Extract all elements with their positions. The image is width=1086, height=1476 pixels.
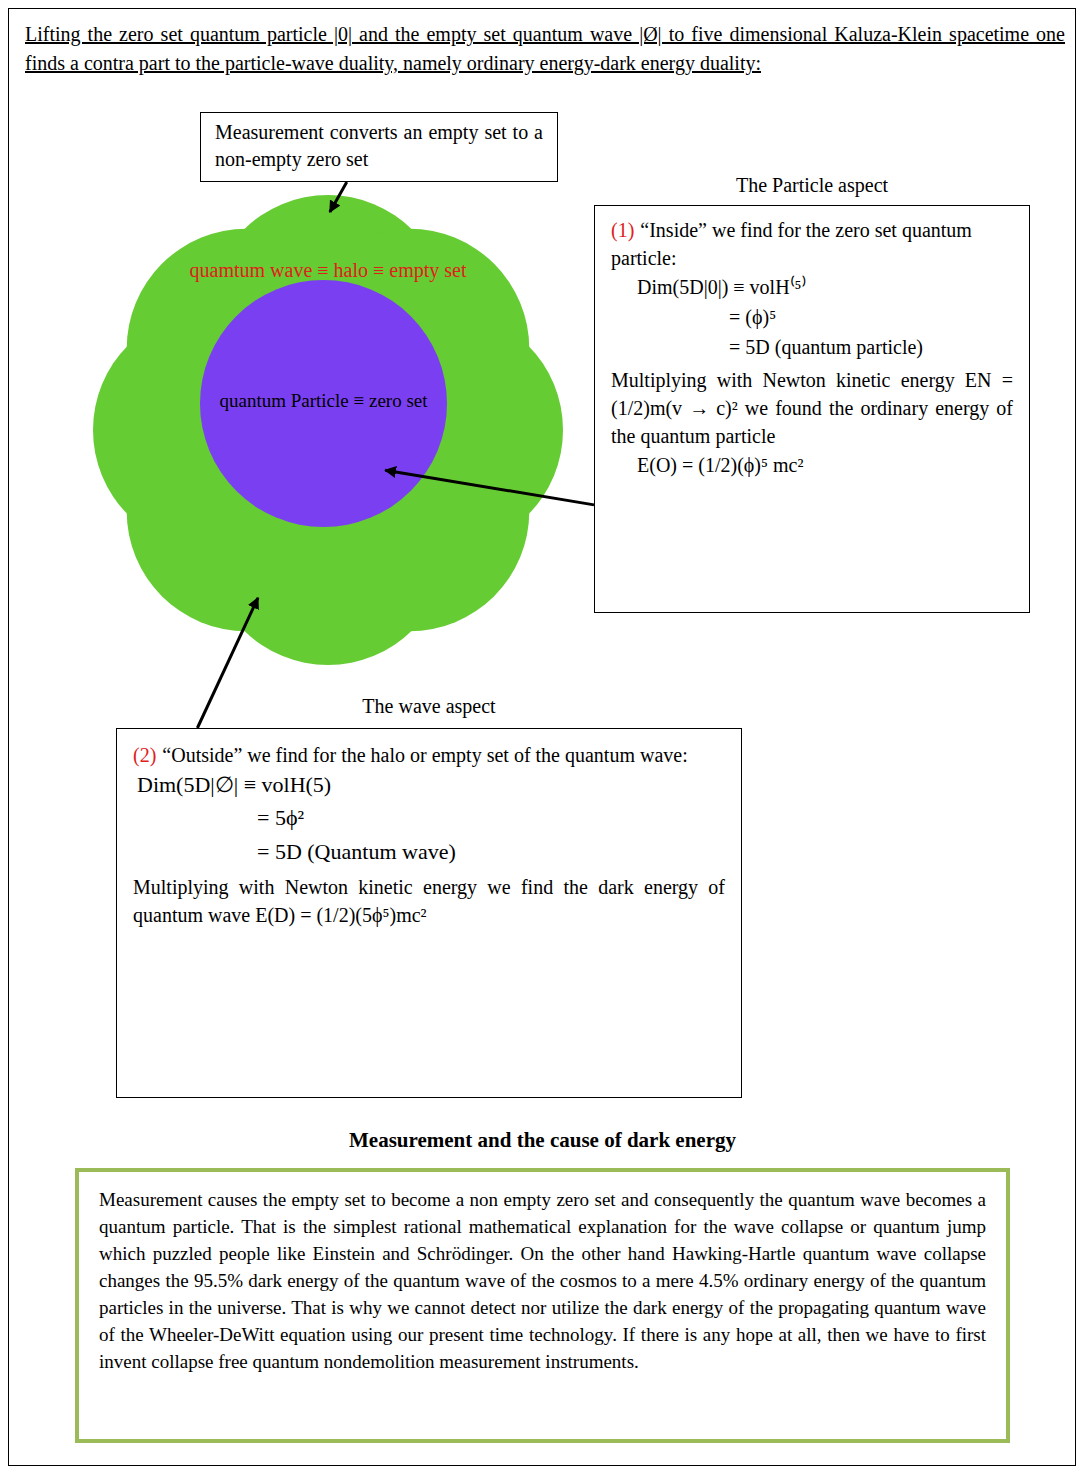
text: = 5D (quantum particle) [611, 332, 1013, 362]
text: Multiplying with Newton kinetic energy E… [611, 366, 1013, 450]
text: Dim(5D|0|) ≡ volH⁽⁵⁾ [611, 272, 1013, 302]
text: Multiplying with Newton kinetic energy w… [133, 873, 725, 929]
callout-number: (1) [611, 219, 634, 241]
particle-circle [200, 280, 447, 527]
aspect-box: The wave aspect(2)“Outside” we find for … [116, 728, 742, 1098]
text: quantum Particle ≡ zero set [200, 390, 447, 412]
text: quamtum wave ≡ halo ≡ empty set [93, 259, 563, 282]
callout-number: (2) [133, 744, 156, 766]
text: = 5ϕ² [133, 801, 725, 835]
arrow-connector [330, 182, 347, 212]
halo-shape [93, 195, 563, 665]
text: Measurement and the cause of dark energy [79, 1128, 1006, 1153]
aspect-box: The Particle aspect(1)“Inside” we find f… [594, 205, 1030, 613]
arrow-connector [385, 470, 594, 505]
halo-region: quamtum wave ≡ halo ≡ empty set quantum P… [93, 195, 563, 665]
conclusion-box: Measurement and the cause of dark energy… [75, 1168, 1010, 1443]
text: E(O) = (1/2)(ϕ)⁵ mc² [611, 450, 1013, 480]
page-title: Lifting the zero set quantum particle |0… [25, 20, 1065, 78]
text: Dim(5D|∅| ≡ volH(5) [133, 769, 725, 801]
text: “Outside” we find for the halo or empty … [162, 744, 687, 766]
text: Measurement causes the empty set to beco… [99, 1186, 986, 1375]
aspect-heading: The Particle aspect [595, 174, 1029, 197]
text: = (ϕ)⁵ [611, 302, 1013, 332]
aspect-heading: The wave aspect [117, 695, 741, 718]
note-box: Measurement converts an empty set to a n… [200, 112, 558, 182]
text: “Inside” we find for the zero set quantu… [611, 219, 972, 269]
text: Measurement converts an empty set to a n… [215, 119, 543, 173]
arrow-connector [197, 598, 258, 728]
text: = 5D (Quantum wave) [133, 835, 725, 869]
particle-circle: quantum Particle ≡ zero set [200, 280, 447, 527]
